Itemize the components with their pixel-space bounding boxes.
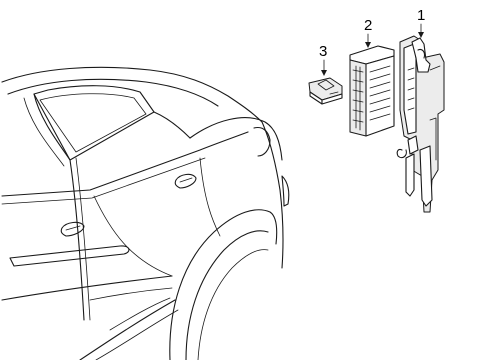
part-3-clip: [308, 77, 343, 105]
callout-3: 3: [319, 43, 327, 76]
callout-1-arrowhead: [418, 32, 424, 38]
callout-2-arrowhead: [365, 42, 371, 48]
callout-2: 2: [364, 17, 372, 48]
callout-1: 1: [417, 7, 425, 38]
callout-3-arrowhead: [321, 70, 327, 76]
callout-2-label: 2: [364, 17, 372, 34]
callout-3-label: 3: [319, 43, 327, 60]
part-2-module: [349, 45, 395, 137]
callout-1-label: 1: [417, 7, 425, 24]
part-1-bracket: [396, 35, 445, 213]
vehicle-body-outline: [1, 66, 290, 360]
